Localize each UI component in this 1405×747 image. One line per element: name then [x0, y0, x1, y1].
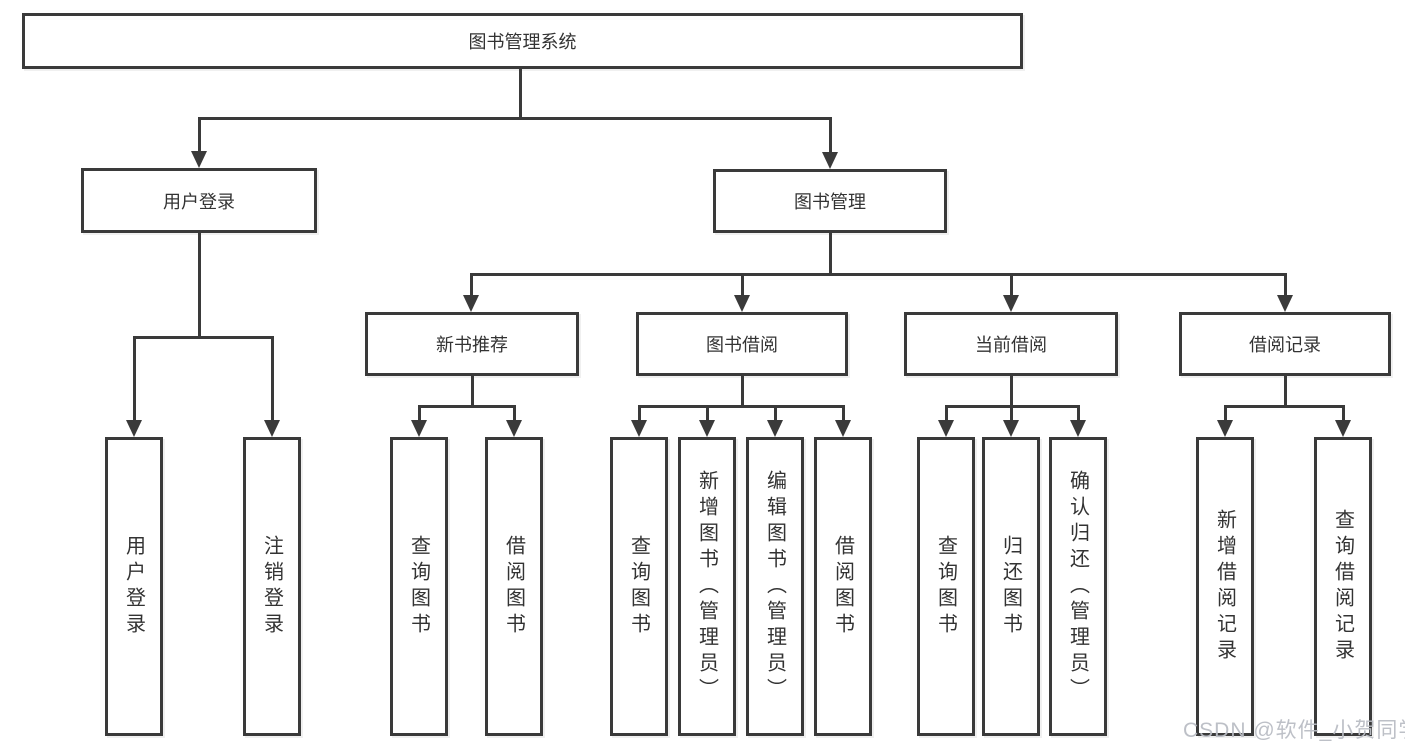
- arrow-g3-4: [835, 420, 851, 437]
- connector-level3-rail: [470, 273, 1287, 276]
- connector-root-stem: [519, 69, 522, 117]
- connector-g2-rail: [418, 405, 516, 408]
- leaf-current-query-books: 查询图书: [917, 437, 975, 736]
- connector-g3-down: [741, 376, 744, 408]
- leaf-return-books: 归还图书: [982, 437, 1040, 736]
- arrow-g2-1: [411, 420, 427, 437]
- connector-g4-stem-1: [945, 405, 948, 422]
- arrow-to-new-book-recommend: [463, 295, 479, 312]
- connector-borrow-records-stem: [1284, 273, 1287, 298]
- connector-g4-stem-2: [1010, 405, 1013, 422]
- node-book-borrow: 图书借阅: [636, 312, 848, 376]
- connector-g3-stem-4: [842, 405, 845, 422]
- leaf-borrow-query-books: 查询图书: [610, 437, 668, 736]
- connector-g5-down: [1284, 376, 1287, 408]
- arrow-to-leaf-login: [126, 420, 142, 437]
- arrow-g3-3: [767, 420, 783, 437]
- node-root: 图书管理系统: [22, 13, 1023, 69]
- connector-new-book-stem: [470, 273, 473, 298]
- arrow-g4-2: [1003, 420, 1019, 437]
- node-book-management: 图书管理: [713, 169, 947, 233]
- arrow-g5-2: [1335, 420, 1351, 437]
- arrow-to-book-borrow: [734, 295, 750, 312]
- leaf-edit-books-admin: 编辑图书（管理员）: [746, 437, 804, 736]
- connector-g4-down: [1010, 376, 1013, 408]
- leaf-recommend-borrow-books: 借阅图书: [485, 437, 543, 736]
- arrow-g3-1: [631, 420, 647, 437]
- connector-g5-rail: [1224, 405, 1345, 408]
- leaf-recommend-query-books: 查询图书: [390, 437, 448, 736]
- arrow-g3-2: [699, 420, 715, 437]
- connector-book-management-down: [829, 233, 832, 276]
- csdn-watermark: CSDN @软件_小贺同学: [1183, 719, 1405, 742]
- connector-book-borrow-stem: [741, 273, 744, 298]
- connector-g2-down: [471, 376, 474, 408]
- connector-g3-rail: [638, 405, 845, 408]
- connector-g5-stem-2: [1342, 405, 1345, 422]
- leaf-query-borrow-record: 查询借阅记录: [1314, 437, 1372, 736]
- arrow-g4-3: [1070, 420, 1086, 437]
- arrow-to-book-management: [822, 152, 838, 169]
- connector-g3-stem-1: [638, 405, 641, 422]
- arrow-g5-1: [1217, 420, 1233, 437]
- node-new-book-recommend: 新书推荐: [365, 312, 579, 376]
- node-current-borrow: 当前借阅: [904, 312, 1118, 376]
- arrow-g4-1: [938, 420, 954, 437]
- connector-g3-stem-2: [706, 405, 709, 422]
- connector-leaf-login-stem: [133, 336, 136, 422]
- arrow-to-borrow-records: [1277, 295, 1293, 312]
- arrow-to-current-borrow: [1003, 295, 1019, 312]
- connector-user-login-down: [198, 233, 201, 339]
- connector-level2-rail: [198, 117, 832, 120]
- leaf-logout: 注销登录: [243, 437, 301, 736]
- node-user-login: 用户登录: [81, 168, 317, 233]
- connector-g2-stem-2: [513, 405, 516, 422]
- connector-g2-stem-1: [418, 405, 421, 422]
- leaf-add-borrow-record: 新增借阅记录: [1196, 437, 1254, 736]
- arrow-to-leaf-logout: [264, 420, 280, 437]
- node-borrow-records: 借阅记录: [1179, 312, 1391, 376]
- connector-book-management-stem: [829, 117, 832, 153]
- arrow-g2-2: [506, 420, 522, 437]
- connector-current-borrow-stem: [1010, 273, 1013, 298]
- leaf-add-books-admin: 新增图书（管理员）: [678, 437, 736, 736]
- connector-g5-stem-1: [1224, 405, 1227, 422]
- connector-leaf-logout-stem: [271, 336, 274, 422]
- leaf-user-login: 用户登录: [105, 437, 163, 736]
- connector-g3-stem-3: [774, 405, 777, 422]
- leaf-confirm-return-admin: 确认归还（管理员）: [1049, 437, 1107, 736]
- connector-user-login-rail: [133, 336, 274, 339]
- leaf-borrow-books: 借阅图书: [814, 437, 872, 736]
- arrow-to-user-login: [191, 151, 207, 168]
- connector-g4-stem-3: [1077, 405, 1080, 422]
- connector-user-login-stem: [198, 117, 201, 153]
